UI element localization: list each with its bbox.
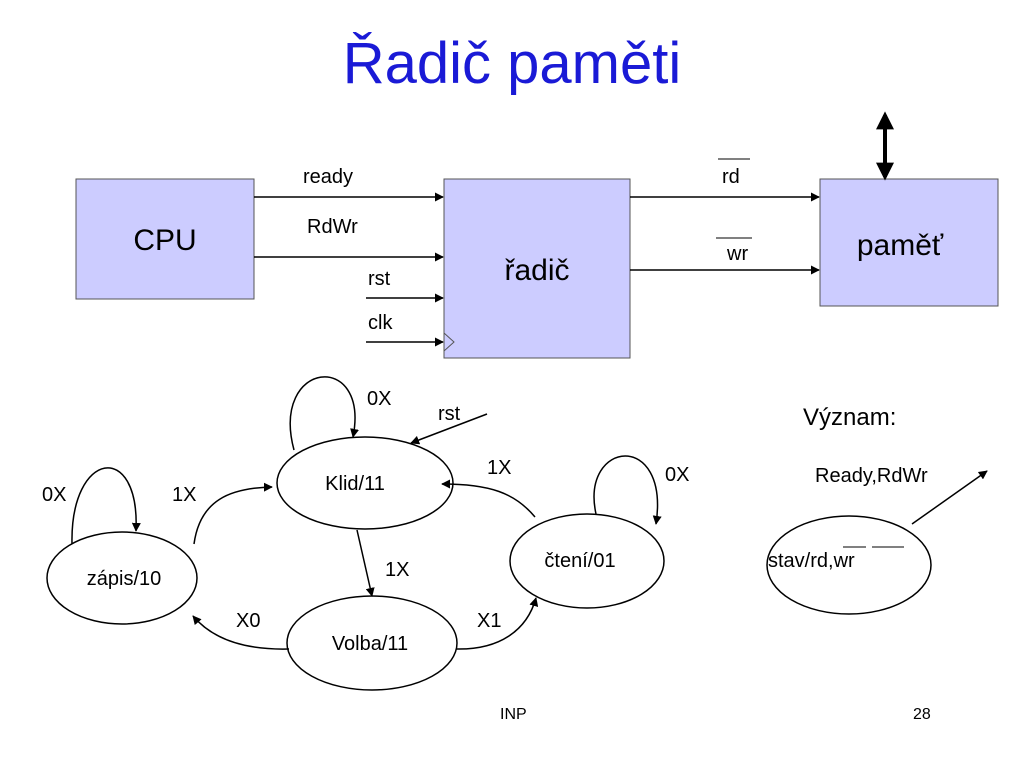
legend: Význam: Ready,RdWr stav/rd,wr	[766, 404, 988, 615]
volba-to-zapis-label: X0	[236, 610, 260, 632]
volba-to-zapis-arrow	[192, 615, 290, 650]
state-volba-label: Volba/11	[332, 633, 408, 655]
state-klid	[276, 436, 454, 530]
cteni-self-loop-label: 0X	[665, 464, 689, 486]
zapis-to-klid-arrow	[193, 482, 273, 545]
zapis-self-loop-label: 0X	[42, 484, 66, 506]
state-cteni-label: čtení/01	[544, 550, 615, 572]
rd-signal-label: rd	[722, 166, 740, 188]
legend-wr: wr	[833, 550, 855, 572]
legend-input-arrow	[911, 470, 988, 525]
cpu-block	[75, 178, 255, 300]
state-cteni	[509, 513, 665, 609]
legend-comma: ,	[828, 550, 834, 572]
ready-signal-label: ready	[303, 166, 353, 188]
reset-arrow	[410, 413, 488, 445]
legend-state-prefix: stav/	[768, 550, 811, 572]
state-zapis	[46, 531, 198, 625]
reset-label: rst	[438, 403, 461, 425]
footer-center: INP	[500, 706, 527, 723]
cteni-to-klid-arrow	[441, 479, 536, 518]
page-number: 28	[913, 706, 931, 723]
cteni-to-klid-label: 1X	[487, 457, 511, 479]
cteni-self-loop	[593, 455, 662, 525]
state-zapis-label: zápis/10	[87, 568, 162, 590]
legend-state-output-label: stav/rd,wr	[768, 550, 855, 572]
legend-inputs-label: Ready,RdWr	[815, 465, 928, 487]
klid-self-loop-label: 0X	[367, 388, 391, 410]
klid-self-loop	[289, 376, 359, 451]
volba-to-cteni-arrow	[455, 597, 539, 650]
cpu-label: CPU	[133, 224, 196, 257]
volba-to-cteni-label: X1	[477, 610, 501, 632]
klid-to-volba-arrow	[356, 529, 375, 597]
clk-signal-label: clk	[368, 312, 393, 334]
controller-block	[443, 178, 631, 359]
zapis-self-loop	[71, 467, 141, 545]
zapis-to-klid-label: 1X	[172, 484, 196, 506]
controller-label: řadič	[504, 254, 569, 287]
block-diagram: CPU řadič paměť ready RdWr rst clk rd wr	[75, 111, 999, 359]
legend-heading: Význam:	[803, 404, 896, 431]
state-machine: Klid/11 zápis/10 čtení/01 Volba/11 0X rs…	[42, 376, 689, 691]
state-klid-label: Klid/11	[325, 473, 385, 495]
memory-block	[819, 178, 999, 307]
legend-state-ellipse	[766, 515, 932, 615]
clock-input-triangle	[443, 332, 455, 352]
wr-signal-label: wr	[726, 243, 748, 265]
legend-rd: rd	[810, 550, 828, 572]
klid-to-volba-label: 1X	[385, 559, 409, 581]
rdwr-signal-label: RdWr	[307, 216, 358, 238]
memory-label: paměť	[857, 229, 944, 262]
rst-signal-label: rst	[368, 268, 391, 290]
slide-title: Řadič paměti	[342, 31, 682, 96]
